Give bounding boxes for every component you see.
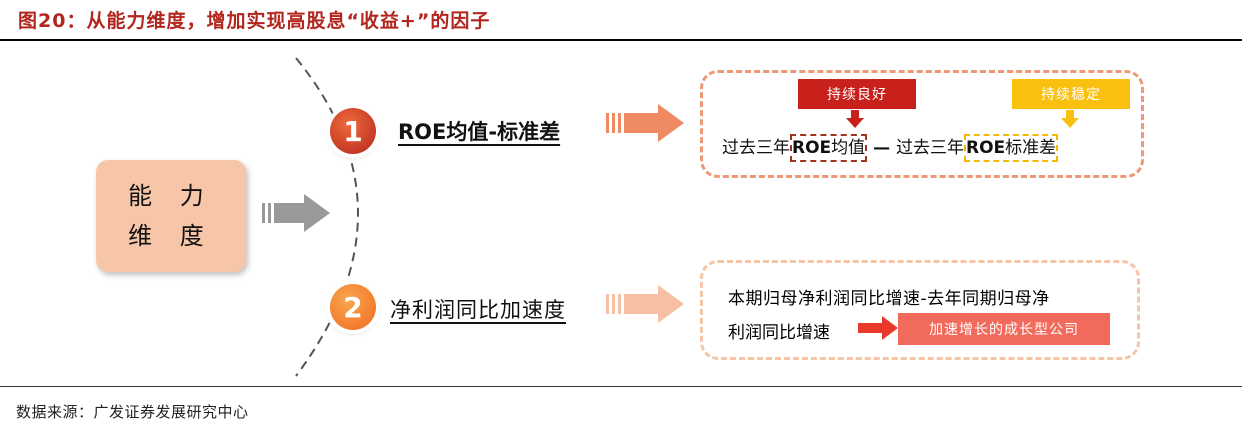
tag-consistently-stable: 持续稳定 bbox=[1012, 79, 1130, 109]
dashed-arc bbox=[295, 57, 359, 377]
grey-arrow-icon bbox=[262, 194, 330, 232]
red-arrow-icon bbox=[858, 316, 898, 340]
left-box-line2: 维 度 bbox=[128, 222, 214, 250]
down-arrow-red-icon bbox=[846, 110, 864, 128]
figure-title: 图20：从能力维度，增加实现高股息“收益+”的因子 bbox=[18, 10, 491, 32]
left-box-line1: 能 力 bbox=[128, 182, 214, 210]
capability-dimension-box: 能 力 维 度 bbox=[96, 160, 246, 272]
roe-mean-bold: ROE bbox=[792, 138, 832, 158]
factor-2-label: 净利润同比加速度 bbox=[390, 298, 566, 322]
roe-std-bold: ROE bbox=[966, 138, 1006, 158]
acceleration-definition-line2: 利润同比增速 bbox=[728, 323, 830, 343]
formula-dash: — bbox=[867, 138, 896, 158]
factor-1-number: 1 bbox=[330, 108, 376, 154]
formula-prefix: 过去三年 bbox=[722, 138, 790, 158]
profit-acceleration-box bbox=[700, 260, 1140, 360]
roe-std-rest: 标准差 bbox=[1005, 138, 1057, 158]
roe-definition-box bbox=[700, 70, 1144, 178]
tag-consistently-good: 持续良好 bbox=[798, 79, 916, 109]
roe-mean-highlight: ROE均值 bbox=[790, 134, 868, 162]
down-arrow-yellow-icon bbox=[1061, 110, 1079, 128]
top-rule bbox=[0, 39, 1242, 41]
result-label: 加速增长的成长型公司 bbox=[898, 313, 1110, 345]
roe-mean-rest: 均值 bbox=[831, 138, 866, 158]
formula-middle: 过去三年 bbox=[896, 138, 964, 158]
data-source: 数据来源：广发证券发展研究中心 bbox=[16, 403, 249, 421]
arrow-icon-factor-2 bbox=[606, 285, 684, 323]
acceleration-definition-line1: 本期归母净利润同比增速-去年同期归母净 bbox=[728, 289, 1050, 309]
arrow-icon-factor-1 bbox=[606, 104, 684, 142]
bottom-rule bbox=[0, 386, 1242, 387]
factor-1-label: ROE均值-标准差 bbox=[398, 120, 561, 144]
roe-std-highlight: ROE标准差 bbox=[964, 134, 1059, 162]
factor-2-number: 2 bbox=[330, 284, 376, 330]
